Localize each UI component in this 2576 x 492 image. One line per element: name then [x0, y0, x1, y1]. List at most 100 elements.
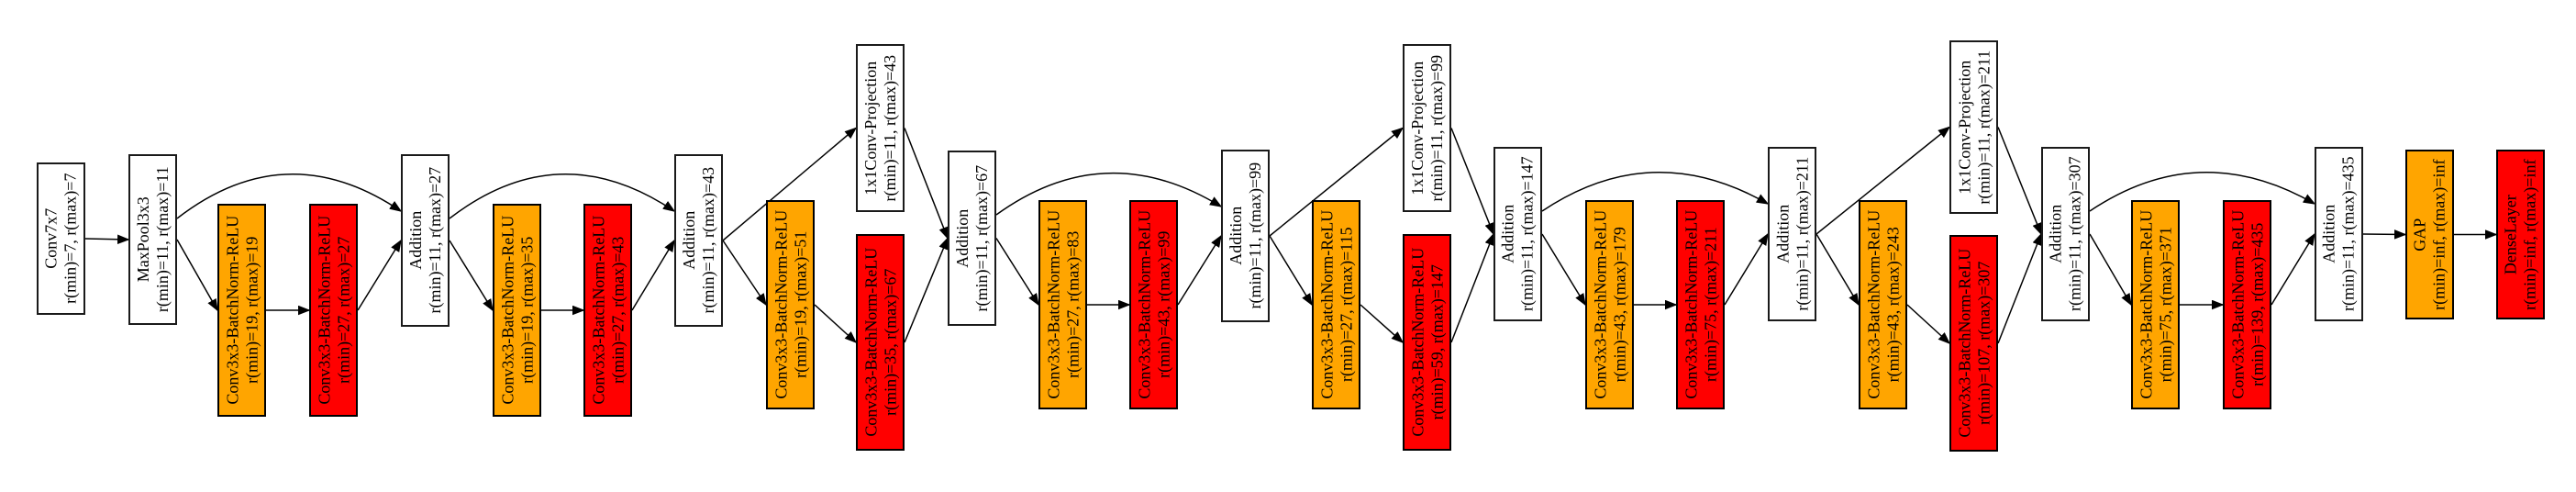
node-label: Conv3x3-BatchNorm-ReLU	[1407, 248, 1427, 437]
edge-b1c2-add1	[357, 239, 402, 311]
node-label: Conv3x3-BatchNorm-ReLU	[1954, 249, 1973, 438]
node-label: Addition	[2319, 205, 2338, 264]
edge-mp-b1c1	[176, 239, 218, 312]
node-detail: r(min)=19, r(max)=51	[790, 230, 809, 379]
edge-b7c2-add7	[1997, 232, 2042, 344]
edge-add5-add6	[1541, 171, 1770, 212]
node-detail: r(min)=27, r(max)=115	[1336, 227, 1355, 383]
edge-add5-b6c1	[1541, 233, 1586, 307]
edge-b2c2-add2	[631, 239, 675, 311]
node-detail: r(min)=27, r(max)=83	[1062, 230, 1082, 379]
edge-b3c2-add3	[904, 237, 949, 343]
node-detail: r(min)=11, r(max)=435	[2338, 156, 2358, 312]
edge-b7c1-b7c2	[1906, 304, 1951, 345]
node-detail: r(min)=19, r(max)=35	[516, 236, 536, 385]
edge-add2-p1	[722, 127, 858, 241]
edge-add4-p2	[1269, 127, 1405, 237]
edge-p1-add3	[904, 128, 949, 240]
node-label: Conv3x3-BatchNorm-ReLU	[1134, 210, 1153, 399]
node-detail: r(min)=75, r(max)=371	[2155, 227, 2174, 383]
node-label: Conv3x3-BatchNorm-ReLU	[1863, 210, 1882, 399]
node-detail: r(min)=75, r(max)=211	[1700, 227, 1719, 383]
edge-add7-b8c1	[2089, 233, 2132, 307]
node-detail: r(min)=11, r(max)=27	[425, 167, 444, 314]
node-detail: r(min)=59, r(max)=147	[1427, 264, 1446, 420]
node-detail: r(min)=27, r(max)=27	[333, 236, 352, 385]
node-label: Conv3x3-BatchNorm-ReLU	[771, 210, 790, 399]
node-label: DenseLayer	[2501, 195, 2520, 274]
node-label: Addition	[952, 208, 972, 268]
node-detail: r(min)=inf, r(max)=inf	[2520, 159, 2539, 310]
edge-add6-p3	[1815, 126, 1951, 235]
edge-add1-add2	[449, 173, 676, 219]
node-label: Conv3x3-BatchNorm-ReLU	[222, 216, 241, 405]
node-detail: r(min)=11, r(max)=211	[1973, 50, 1993, 205]
node-label: Conv3x3-BatchNorm-ReLU	[861, 248, 880, 437]
node-detail: r(min)=inf, r(max)=inf	[2429, 159, 2448, 310]
node-detail: r(min)=11, r(max)=211	[1792, 157, 1811, 311]
node-label: Addition	[679, 211, 698, 271]
edges-group	[84, 126, 2498, 345]
node-label: Conv3x3-BatchNorm-ReLU	[2227, 210, 2247, 399]
edge-add8-gap	[2362, 229, 2407, 240]
node-detail: r(min)=43, r(max)=99	[1153, 230, 1172, 379]
node-detail: r(min)=43, r(max)=243	[1882, 227, 1902, 383]
edge-add4-b5c1	[1269, 235, 1313, 307]
node-label: Conv7x7	[41, 207, 61, 270]
node-detail: r(min)=35, r(max)=67	[880, 268, 899, 417]
node-label: Conv3x3-BatchNorm-ReLU	[1316, 210, 1336, 399]
edge-b3c1-b3c2	[814, 304, 858, 344]
edge-b4c2-add4	[1177, 234, 1222, 306]
node-label: Conv3x3-BatchNorm-ReLU	[497, 216, 516, 405]
node-detail: r(min)=107, r(max)=307	[1973, 261, 1993, 426]
node-label: 1x1Conv-Projection	[861, 61, 880, 196]
edge-b5c1-b5c2	[1360, 304, 1405, 343]
node-detail: r(min)=11, r(max)=147	[1517, 156, 1537, 312]
edge-mp-add1	[176, 173, 403, 219]
node-detail: r(min)=11, r(max)=43	[880, 54, 899, 202]
node-label: Conv3x3-BatchNorm-ReLU	[1681, 210, 1700, 399]
node-detail: r(min)=43, r(max)=179	[1609, 227, 1628, 383]
node-detail: r(min)=11, r(max)=99	[1245, 162, 1264, 309]
edge-p2-add5	[1450, 128, 1494, 236]
